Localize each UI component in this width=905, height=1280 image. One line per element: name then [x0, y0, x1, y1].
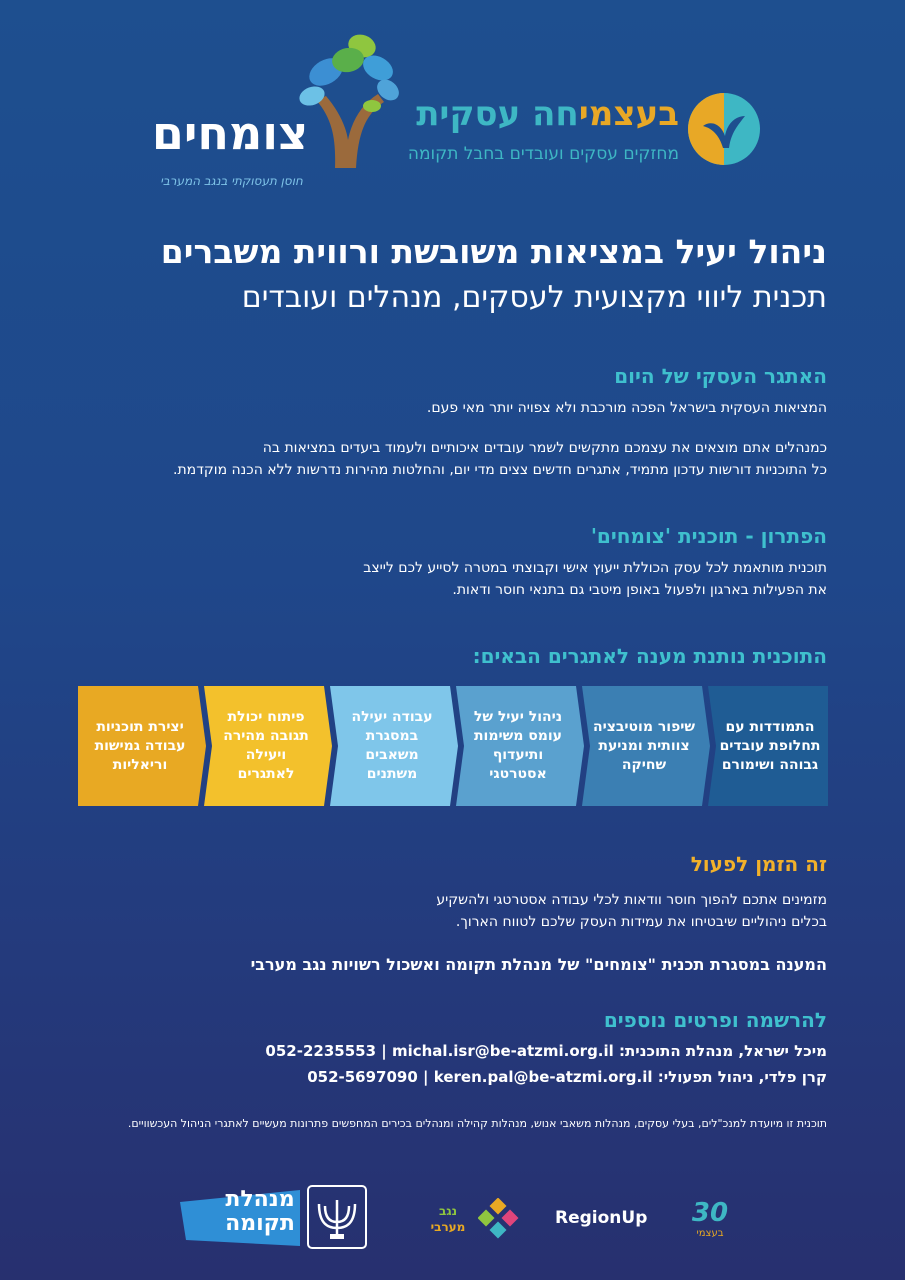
beatzmi-title: בעצמיחה עסקית: [416, 94, 679, 134]
page-subtitle: תכנית ליווי מקצועית לעסקים, מנהלים ועובד…: [241, 280, 827, 315]
beatzmi-30-number: 30: [691, 1198, 729, 1228]
tsomhim-logo-tagline: חוסן תעסוקתי בנגב המערבי: [160, 174, 303, 188]
contact-row-2: קרן פלדי, ניהול תפעולי: 052-5697090 | ke…: [307, 1068, 827, 1086]
contact-1-email[interactable]: michal.isr@be-atzmi.org.il: [391, 1042, 614, 1060]
action-line-1: מזמינים אתכם להפוך חוסר וודאות לכלי עבוד…: [436, 892, 827, 908]
beatzmi-title-part1: בעצמי: [578, 94, 679, 134]
western-negev-logo: נגב מערבי: [420, 1196, 520, 1246]
tkuma-logo: מנהלת תקומה: [180, 1182, 370, 1252]
action-emphasis: המענה במסגרת תכנית "צומחים" של מנהלת תקו…: [250, 955, 827, 974]
challenges-list-title: התוכנית נותנת מענה לאתגרים הבאים:: [472, 644, 827, 668]
challenge-item-label-4: עבודה יעילה במסגרת משאבים משתנים: [351, 709, 433, 782]
contact-2-name: קרן פלדי, ניהול תפעולי:: [657, 1068, 827, 1086]
cluster-diamond-icon: [478, 1198, 519, 1239]
challenge-item-label-6: יצירת תוכניות עבודה גמישות וריאליות: [94, 718, 186, 773]
contact-2-email[interactable]: keren.pal@be-atzmi.org.il: [433, 1068, 653, 1086]
beatzmi-sprout-icon: [688, 93, 760, 165]
challenge-item-label-5: פיתוח יכולת תגובה מהירה ויעילה לאתגרים: [223, 709, 309, 782]
challenges-chevron-row: התמודדות עם תחלופת עובדים גבוהה ושימורם ש…: [78, 686, 828, 806]
solution-line-1: תוכנית מותאמת לכל עסק הכוללת ייעוץ אישי …: [363, 560, 827, 576]
tkuma-logo-line2: תקומה: [225, 1211, 295, 1236]
contact-1-name: מיכל ישראל, מנהלת התוכנית:: [619, 1042, 827, 1060]
page-title: ניהול יעיל במציאות משובשת ורווית משברים: [160, 232, 827, 271]
negev-logo-line2: מערבי: [430, 1220, 466, 1234]
challenge-line-2: כמנהלים אתם מוצאים את עצמכם מתקשים לשמר …: [262, 440, 827, 456]
solution-title: הפתרון - תוכנית 'צומחים': [590, 524, 827, 548]
challenge-chevron-1: [708, 686, 828, 806]
challenge-line-3: כל התוכניות דורשות עדכון מתמיד, אתגרים ח…: [173, 462, 827, 478]
challenge-title: האתגר העסקי של היום: [614, 364, 827, 388]
contact-1-phone[interactable]: 052-2235553: [265, 1042, 377, 1060]
contact-2-phone[interactable]: 052-5697090: [307, 1068, 418, 1086]
challenge-item-label-2: שיפור מוטיבציה צוותית ומניעת שחיקה: [592, 718, 696, 773]
beatzmi-30-sub: בעצמי: [696, 1228, 724, 1239]
tkuma-logo-line1: מנהלת: [225, 1187, 295, 1212]
beatzmi-30-logo: 30 בעצמי: [682, 1198, 738, 1248]
menorah-emblem-icon: [180, 1185, 367, 1249]
challenge-line-1: המציאות העסקית בישראל הפכה מורכבת ולא צפ…: [426, 400, 827, 416]
negev-logo-line1: נגב: [438, 1204, 458, 1218]
regionup-logo: RegionUp: [555, 1208, 648, 1228]
challenge-chevron-5: [204, 686, 332, 806]
challenge-chevron-2: [582, 686, 710, 806]
beatzmi-subtitle: מחזקים עסקים ועובדים בחבל תקומה: [407, 144, 679, 164]
beatzmi-title-part2: חה עסקית: [416, 94, 579, 134]
tree-icon: [299, 34, 399, 168]
contact-title: להרשמה ופרטים נוספים: [603, 1008, 827, 1032]
challenge-chevron-4: [330, 686, 458, 806]
solution-line-2: את הפעילות בארגון ולפעול באופן מיטבי גם …: [452, 582, 827, 598]
challenge-chevron-6: [78, 686, 206, 806]
tsomhim-logo-text: צומחים: [151, 106, 309, 160]
action-line-2: בכלים ניהוליים שיבטיחו את עמידות העסק של…: [455, 914, 827, 930]
footnote: תוכנית זו מיועדת למנכ"לים, בעלי עסקים, מ…: [127, 1117, 827, 1130]
tsomhim-logo: צומחים חוסן תעסוקתי בנגב המערבי: [140, 28, 400, 188]
challenge-item-label-3: ניהול יעיל של עומס משימות ותיעדוף אסטרטג…: [473, 709, 563, 782]
contact-row-1: מיכל ישראל, מנהלת התוכנית: 052-2235553 |…: [265, 1042, 827, 1060]
challenge-chevron-3: [456, 686, 584, 806]
challenges-chevrons-graphic: [78, 686, 828, 806]
beatzmi-logo: בעצמיחה עסקית מחזקים עסקים ועובדים בחבל …: [408, 88, 765, 178]
challenge-item-label-1: התמודדות עם תחלופת עובדים גבוהה ושימורם: [719, 718, 821, 773]
action-title: זה הזמן לפעול: [690, 852, 827, 876]
